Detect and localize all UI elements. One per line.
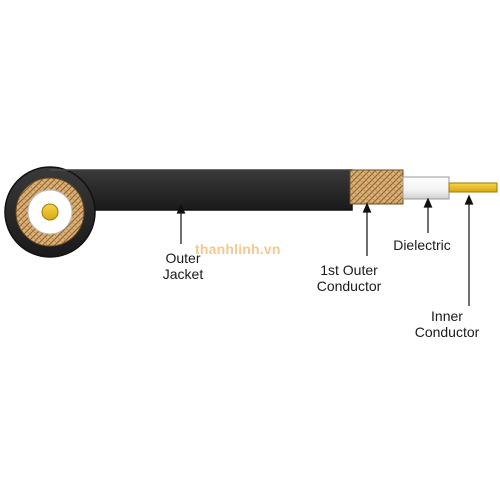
label-inner-conductor-line1: Inner bbox=[431, 308, 463, 324]
dielectric-segment bbox=[402, 176, 450, 200]
leader-line-dielectric bbox=[423, 197, 433, 233]
leader-line-outer-jacket bbox=[176, 203, 186, 244]
label-first-outer-conductor-line1: 1st Outer bbox=[320, 262, 378, 278]
watermark-text: thanhlinh.vn bbox=[195, 241, 281, 257]
label-outer-jacket-line2: Jacket bbox=[162, 266, 204, 282]
cable-cross-section bbox=[15, 177, 85, 247]
label-outer-jacket: Outer Jacket bbox=[155, 250, 211, 282]
first-outer-conductor-braid bbox=[349, 169, 404, 205]
label-first-outer-conductor-line2: Conductor bbox=[316, 278, 382, 294]
leader-line-inner-conductor bbox=[464, 194, 474, 306]
label-inner-conductor: Inner Conductor bbox=[405, 308, 489, 340]
leader-line-first-outer-conductor bbox=[362, 202, 372, 256]
label-outer-jacket-line1: Outer bbox=[165, 250, 201, 266]
label-inner-conductor-line2: Conductor bbox=[414, 324, 480, 340]
label-first-outer-conductor: 1st Outer Conductor bbox=[305, 262, 393, 294]
inner-conductor-wire bbox=[448, 182, 498, 193]
label-dielectric: Dielectric bbox=[393, 237, 451, 253]
